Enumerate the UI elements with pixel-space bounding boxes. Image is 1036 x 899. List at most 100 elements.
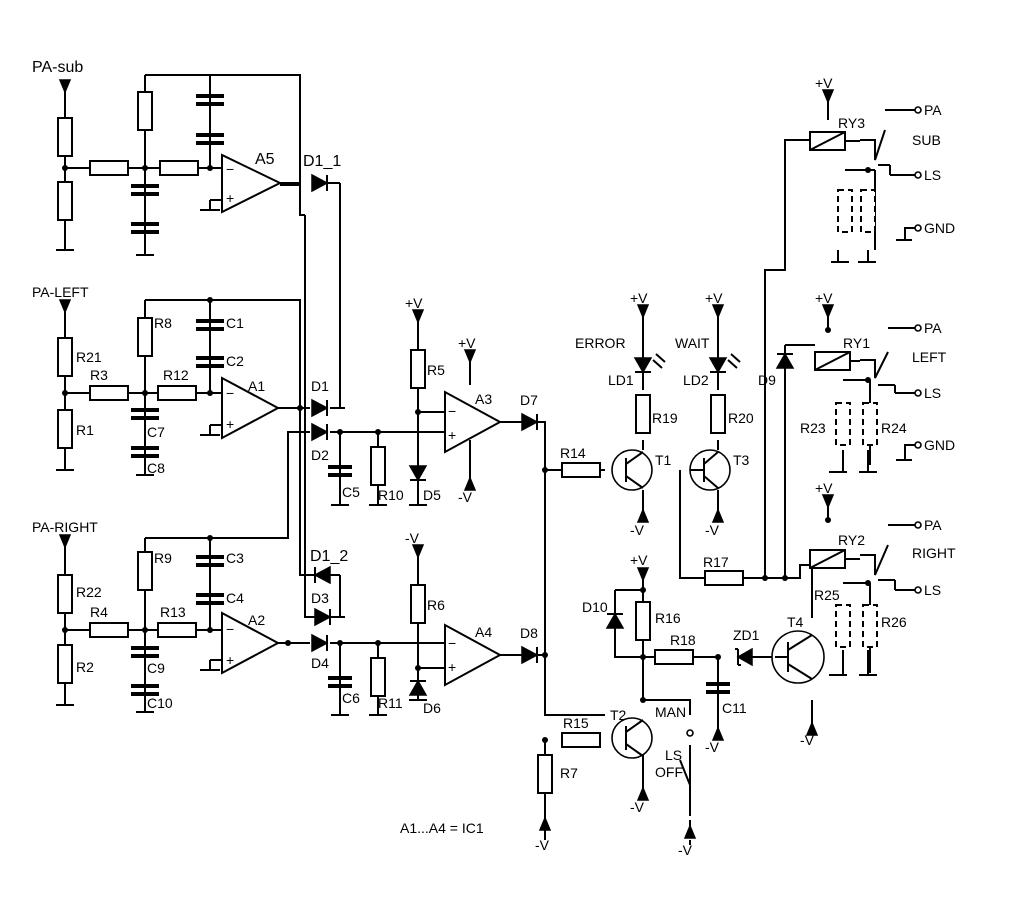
label-d4: D4 bbox=[311, 655, 329, 671]
label-t3: T3 bbox=[733, 452, 750, 468]
label-pa-right: PA-RIGHT bbox=[32, 519, 98, 535]
label-minus-v-switch: -V bbox=[678, 842, 693, 858]
label-r5: R5 bbox=[427, 362, 445, 378]
label-r9: R9 bbox=[154, 550, 172, 566]
label-c2: C2 bbox=[226, 353, 244, 369]
label-out-gnd-left: GND bbox=[924, 437, 955, 453]
label-a5: A5 bbox=[255, 151, 275, 168]
label-t1: T1 bbox=[655, 452, 672, 468]
label-plus-v-a3: +V bbox=[458, 335, 476, 351]
svg-text:+: + bbox=[448, 659, 456, 675]
label-error: ERROR bbox=[575, 335, 626, 351]
label-ld2: LD2 bbox=[683, 372, 709, 388]
svg-text:−: − bbox=[448, 635, 456, 651]
svg-text:+: + bbox=[226, 190, 234, 206]
svg-text:−: − bbox=[448, 403, 456, 419]
label-plus-v-r5: +V bbox=[405, 295, 423, 311]
label-footer-note: A1...A4 = IC1 bbox=[400, 820, 484, 836]
label-c7: C7 bbox=[147, 424, 165, 440]
label-plus-v-ry2: +V bbox=[815, 480, 833, 496]
label-out-pa-sub: PA bbox=[924, 102, 942, 118]
svg-text:−: − bbox=[226, 621, 234, 637]
label-d1-2: D1_2 bbox=[310, 548, 348, 565]
label-r21: R21 bbox=[76, 349, 102, 365]
label-r2: R2 bbox=[76, 659, 94, 675]
capacitors bbox=[131, 94, 730, 696]
label-d10: D10 bbox=[582, 599, 608, 615]
label-out-pa-right: PA bbox=[924, 517, 942, 533]
label-c11: C11 bbox=[722, 700, 747, 716]
label-t4: T4 bbox=[787, 614, 804, 630]
label-d1: D1 bbox=[311, 378, 329, 394]
label-out-ls-left: LS bbox=[924, 385, 941, 401]
label-ch-sub: SUB bbox=[912, 132, 941, 148]
label-r15: R15 bbox=[563, 715, 589, 731]
label-out-ls-right: LS bbox=[924, 582, 941, 598]
label-minus-v-c11: -V bbox=[705, 739, 720, 755]
label-ry3: RY3 bbox=[838, 115, 865, 131]
labels: PA-sub PA-LEFT PA-RIGHT A5 A1 A2 A3 A4 R… bbox=[32, 59, 956, 858]
label-r26: R26 bbox=[881, 614, 907, 630]
label-r19: R19 bbox=[652, 410, 678, 426]
label-r12: R12 bbox=[163, 367, 189, 383]
resistors bbox=[57, 91, 878, 794]
label-a4: A4 bbox=[475, 624, 492, 640]
label-c10: C10 bbox=[147, 695, 173, 711]
label-d8: D8 bbox=[520, 625, 538, 641]
label-c1: C1 bbox=[226, 315, 244, 331]
label-pa-left: PA-LEFT bbox=[32, 284, 89, 300]
junction-dots bbox=[62, 165, 871, 743]
label-plus-v-r16: +V bbox=[630, 552, 648, 568]
label-c6: C6 bbox=[342, 690, 360, 706]
label-plus-v-ld1: +V bbox=[630, 290, 648, 306]
label-r23: R23 bbox=[800, 420, 826, 436]
ground-symbols bbox=[56, 209, 912, 716]
leds bbox=[633, 353, 741, 374]
label-pa-sub: PA-sub bbox=[32, 59, 83, 76]
label-c9: C9 bbox=[147, 660, 165, 676]
label-c3: C3 bbox=[226, 550, 244, 566]
label-out-pa-left: PA bbox=[924, 320, 942, 336]
label-r18: R18 bbox=[670, 632, 696, 648]
label-out-gnd-sub: GND bbox=[924, 220, 955, 236]
label-r25: R25 bbox=[814, 587, 840, 603]
supply-arrows bbox=[58, 79, 835, 839]
svg-text:+: + bbox=[448, 427, 456, 443]
label-ry2: RY2 bbox=[838, 532, 865, 548]
label-ls-switch: LS bbox=[665, 747, 682, 763]
label-plus-v-ry1: +V bbox=[815, 290, 833, 306]
label-off: OFF bbox=[655, 764, 683, 780]
svg-text:+: + bbox=[226, 416, 234, 432]
opamps bbox=[221, 153, 503, 687]
label-minus-v-t4: -V bbox=[800, 732, 815, 748]
label-man: MAN bbox=[655, 704, 686, 720]
label-r16: R16 bbox=[655, 610, 681, 626]
terminals bbox=[679, 106, 922, 845]
label-ch-left: LEFT bbox=[912, 349, 947, 365]
label-r6: R6 bbox=[427, 597, 445, 613]
label-plus-v-ry3: +V bbox=[815, 75, 833, 91]
label-ch-right: RIGHT bbox=[912, 545, 956, 561]
label-t2: T2 bbox=[610, 707, 627, 723]
label-minus-v-t3: -V bbox=[705, 522, 720, 538]
label-out-ls-sub: LS bbox=[924, 167, 941, 183]
label-c4: C4 bbox=[226, 590, 244, 606]
label-r1: R1 bbox=[76, 422, 94, 438]
label-r17: R17 bbox=[703, 554, 729, 570]
label-a1: A1 bbox=[248, 378, 265, 394]
label-r22: R22 bbox=[76, 584, 102, 600]
label-minus-v-r6: -V bbox=[405, 530, 420, 546]
label-r3: R3 bbox=[90, 367, 108, 383]
opamp-signs: − + − + − + − + − + bbox=[226, 161, 456, 675]
label-d9: D9 bbox=[758, 372, 776, 388]
label-minus-v-t2: -V bbox=[630, 799, 645, 815]
label-d3: D3 bbox=[311, 590, 329, 606]
transistors bbox=[611, 449, 825, 759]
label-zd1: ZD1 bbox=[733, 627, 760, 643]
label-r8: R8 bbox=[154, 315, 172, 331]
label-ry1: RY1 bbox=[843, 335, 870, 351]
label-plus-v-ld2: +V bbox=[705, 290, 723, 306]
label-wait: WAIT bbox=[675, 335, 710, 351]
label-r4: R4 bbox=[90, 604, 108, 620]
